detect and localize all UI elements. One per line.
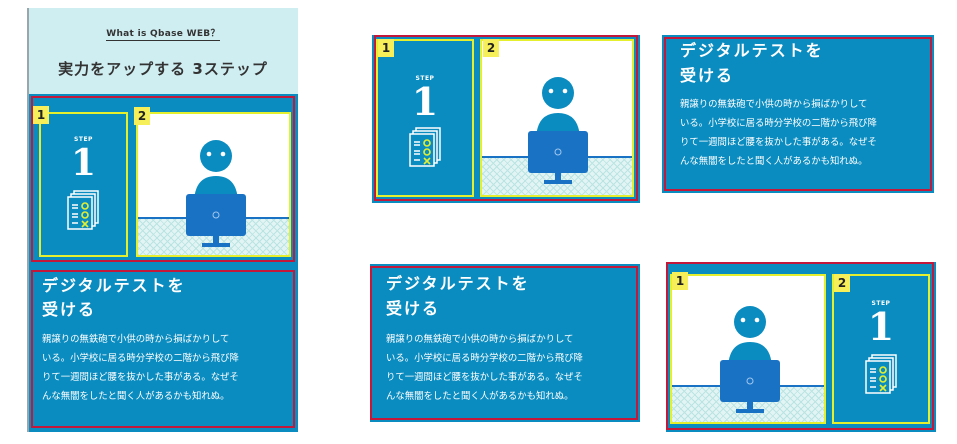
step-variant-a: 1 STEP 1 2	[372, 35, 640, 203]
card-body-line1: 親譲りの無鉄砲で小供の時から損ばかりして	[42, 334, 230, 345]
card-body-line1: 親譲りの無鉄砲で小供の時から損ばかりして	[680, 99, 868, 110]
badge-2: 2	[483, 39, 499, 57]
card-body-line4: んな無闇をしたと聞く人があるかも知れぬ。	[386, 391, 574, 402]
card-title-line2: 受ける	[42, 300, 97, 319]
badge-2: 2	[134, 107, 150, 125]
card-body-line3: りて一週間ほど腰を抜かした事がある。なぜそ	[42, 372, 239, 383]
step-label: STEP	[415, 75, 435, 82]
badge-2: 2	[834, 274, 850, 292]
step-frame	[39, 112, 128, 257]
badge-1: 1	[33, 106, 49, 124]
card-body-line2: いる。小学校に居る時分学校の二階から飛び降	[42, 353, 239, 364]
card-body-line1: 親譲りの無鉄砲で小供の時から損ばかりして	[386, 334, 574, 345]
mobile-preview-panel: What is Qbase WEB？ 実力をアップする 3ステップ 1 STEP…	[28, 8, 298, 432]
text-card-frame	[31, 270, 295, 428]
step-label: STEP	[74, 136, 93, 143]
step-number: 1	[411, 79, 439, 124]
step-variant-b: 1 2 STEP 1	[666, 262, 936, 432]
text-card-variant-a: デジタルテストを 受ける 親譲りの無鉄砲で小供の時から損ばかりして いる。小学校…	[662, 35, 934, 193]
card-title-line2: 受ける	[680, 66, 735, 85]
card-body-line3: りて一週間ほど腰を抜かした事がある。なぜそ	[680, 137, 877, 148]
checklist-icon	[865, 354, 897, 394]
illustration-frame	[670, 274, 826, 424]
card-body-line2: いる。小学校に居る時分学校の二階から飛び降	[680, 118, 877, 129]
person-at-computer-illustration	[720, 306, 780, 413]
header-title: 実力をアップする 3ステップ	[58, 60, 268, 78]
card-title-line1: デジタルテストを	[42, 276, 186, 295]
person-at-computer-illustration	[186, 140, 246, 247]
mobile-header	[28, 8, 298, 94]
card-title-line1: デジタルテストを	[680, 41, 824, 60]
person-at-computer-illustration	[528, 77, 588, 184]
card-body-line3: りて一週間ほど腰を抜かした事がある。なぜそ	[386, 372, 583, 383]
header-kicker: What is Qbase WEB？	[106, 29, 220, 41]
card-body-line4: んな無闇をしたと聞く人があるかも知れぬ。	[42, 391, 230, 402]
checklist-icon	[409, 127, 441, 167]
step-row-frame	[31, 96, 295, 262]
step-number: 1	[867, 304, 895, 349]
badge-1: 1	[672, 272, 688, 290]
illustration-frame	[480, 39, 634, 197]
step-number: 1	[70, 142, 97, 184]
step-label: STEP	[871, 300, 891, 307]
badge-1: 1	[378, 39, 394, 57]
step-frame	[832, 274, 930, 424]
illustration-frame	[136, 112, 291, 257]
card-body-line4: んな無闇をしたと聞く人があるかも知れぬ。	[680, 156, 868, 167]
checklist-icon	[67, 190, 99, 230]
card-title-line2: 受ける	[386, 299, 441, 318]
panel-divider	[27, 8, 29, 432]
card-body-line2: いる。小学校に居る時分学校の二階から飛び降	[386, 353, 583, 364]
card-title-line1: デジタルテストを	[386, 274, 530, 293]
text-card-variant-b: デジタルテストを 受ける 親譲りの無鉄砲で小供の時から損ばかりして いる。小学校…	[370, 264, 640, 422]
